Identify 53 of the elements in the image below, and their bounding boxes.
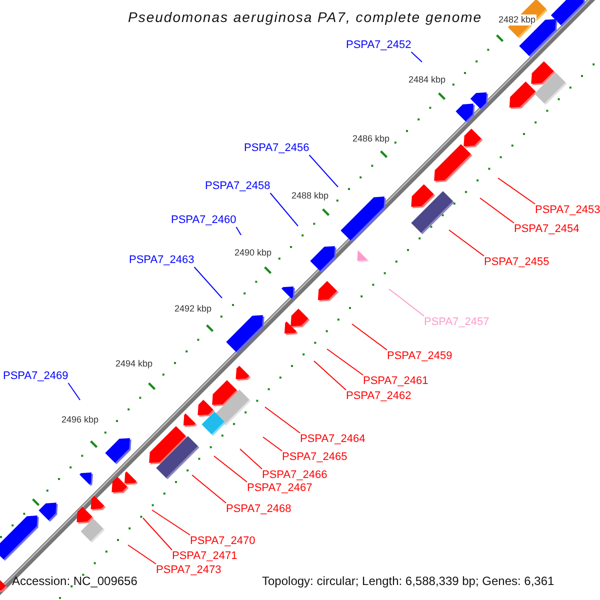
gene-label: PSPA7_2457: [424, 316, 490, 329]
gene-label: PSPA7_2454: [514, 223, 580, 236]
footer-text: Topology: circular; Length: 6,588,339 bp; Genes: 6,361: [262, 574, 554, 588]
leader-line: [194, 266, 222, 298]
leader-line: [480, 198, 514, 224]
scale-label: 2496 kbp: [60, 414, 100, 426]
scale-label: 2494 kbp: [114, 358, 154, 370]
leader-line: [498, 178, 536, 204]
leader-line: [326, 348, 364, 376]
gene-label: PSPA7_2461: [363, 375, 428, 388]
leader-line: [68, 382, 80, 400]
gene-label: PSPA7_2465: [282, 451, 348, 464]
footer-text: Accession: NC_009656: [12, 574, 138, 588]
leader-line: [270, 192, 298, 226]
gene-label: PSPA7_2463: [129, 254, 194, 267]
gene-label: PSPA7_2467: [247, 482, 312, 495]
leader-line: [352, 324, 388, 350]
gene-label: PSPA7_2462: [346, 390, 412, 403]
scale-label: 2486 kbp: [351, 134, 391, 144]
gene-label: PSPA7_2466: [262, 469, 328, 482]
leader-line: [192, 474, 226, 504]
gene-label: PSPA7_2458: [205, 180, 270, 193]
gene-label: PSPA7_2459: [387, 350, 452, 363]
scale-label: 2490 kbp: [233, 248, 273, 258]
leader-line: [142, 518, 172, 550]
leader-line: [314, 360, 346, 390]
leader-line: [388, 288, 424, 316]
scale-label: 2488 kbp: [290, 190, 330, 202]
gene-label: PSPA7_2460: [171, 214, 236, 227]
leader-line: [410, 52, 422, 62]
gene-label: PSPA7_2471: [172, 550, 238, 563]
leader-line: [264, 406, 300, 434]
gene-label: PSPA7_2469: [3, 370, 68, 383]
scale-label: 2492 kbp: [173, 304, 213, 314]
gene-label: PSPA7_2473: [156, 564, 222, 577]
leader-line: [308, 154, 338, 188]
leader-line: [214, 456, 248, 482]
leader-line: [128, 544, 156, 564]
diagram-title: Pseudomonas aeruginosa PA7, complete genome: [128, 9, 482, 25]
gene-label: PSPA7_2455: [484, 256, 550, 269]
gene-label: PSPA7_2468: [226, 503, 292, 516]
gene-label: PSPA7_2456: [244, 142, 310, 155]
scale-label: 2484 kbp: [407, 74, 447, 86]
gene-label: PSPA7_2470: [190, 535, 256, 548]
gene-label: PSPA7_2453: [535, 204, 600, 217]
gene-label: PSPA7_2464: [300, 433, 366, 446]
gene-label: PSPA7_2452: [346, 39, 412, 52]
leader-line: [236, 226, 242, 236]
leader-line: [262, 436, 282, 452]
leader-line: [240, 448, 262, 470]
leader-line: [448, 230, 484, 256]
scale-label: 2482 kbp: [497, 14, 537, 26]
leader-line: [152, 510, 190, 536]
